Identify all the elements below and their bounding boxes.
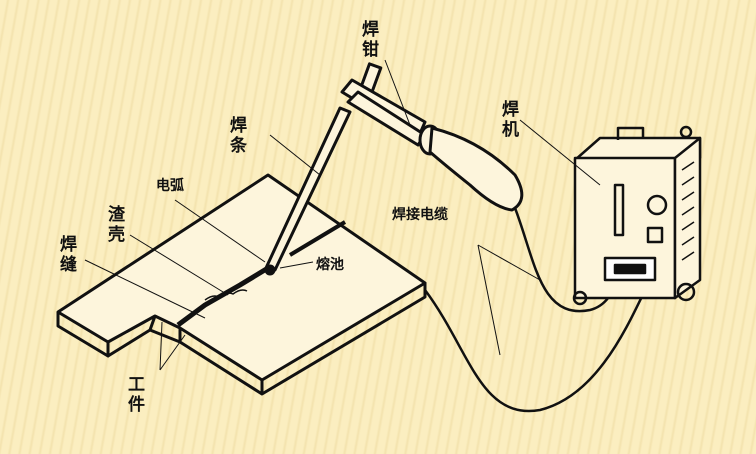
weld-seam <box>176 220 347 328</box>
label-arc: 电弧 <box>156 178 184 194</box>
electrode-holder <box>340 62 524 212</box>
workpiece-plate <box>56 173 427 396</box>
electrode <box>264 106 352 276</box>
leader-lines <box>84 59 601 371</box>
label-electrode: 焊条 <box>230 116 247 156</box>
label-holder: 焊钳 <box>362 20 379 60</box>
label-weld: 焊缝 <box>60 235 77 275</box>
label-workpiece: 工件 <box>128 375 145 415</box>
label-machine: 焊机 <box>502 100 519 140</box>
label-pool: 熔池 <box>316 257 344 273</box>
label-slag: 渣壳 <box>108 205 125 245</box>
label-cable: 焊接电缆 <box>392 207 448 223</box>
welding-machine <box>572 125 702 306</box>
